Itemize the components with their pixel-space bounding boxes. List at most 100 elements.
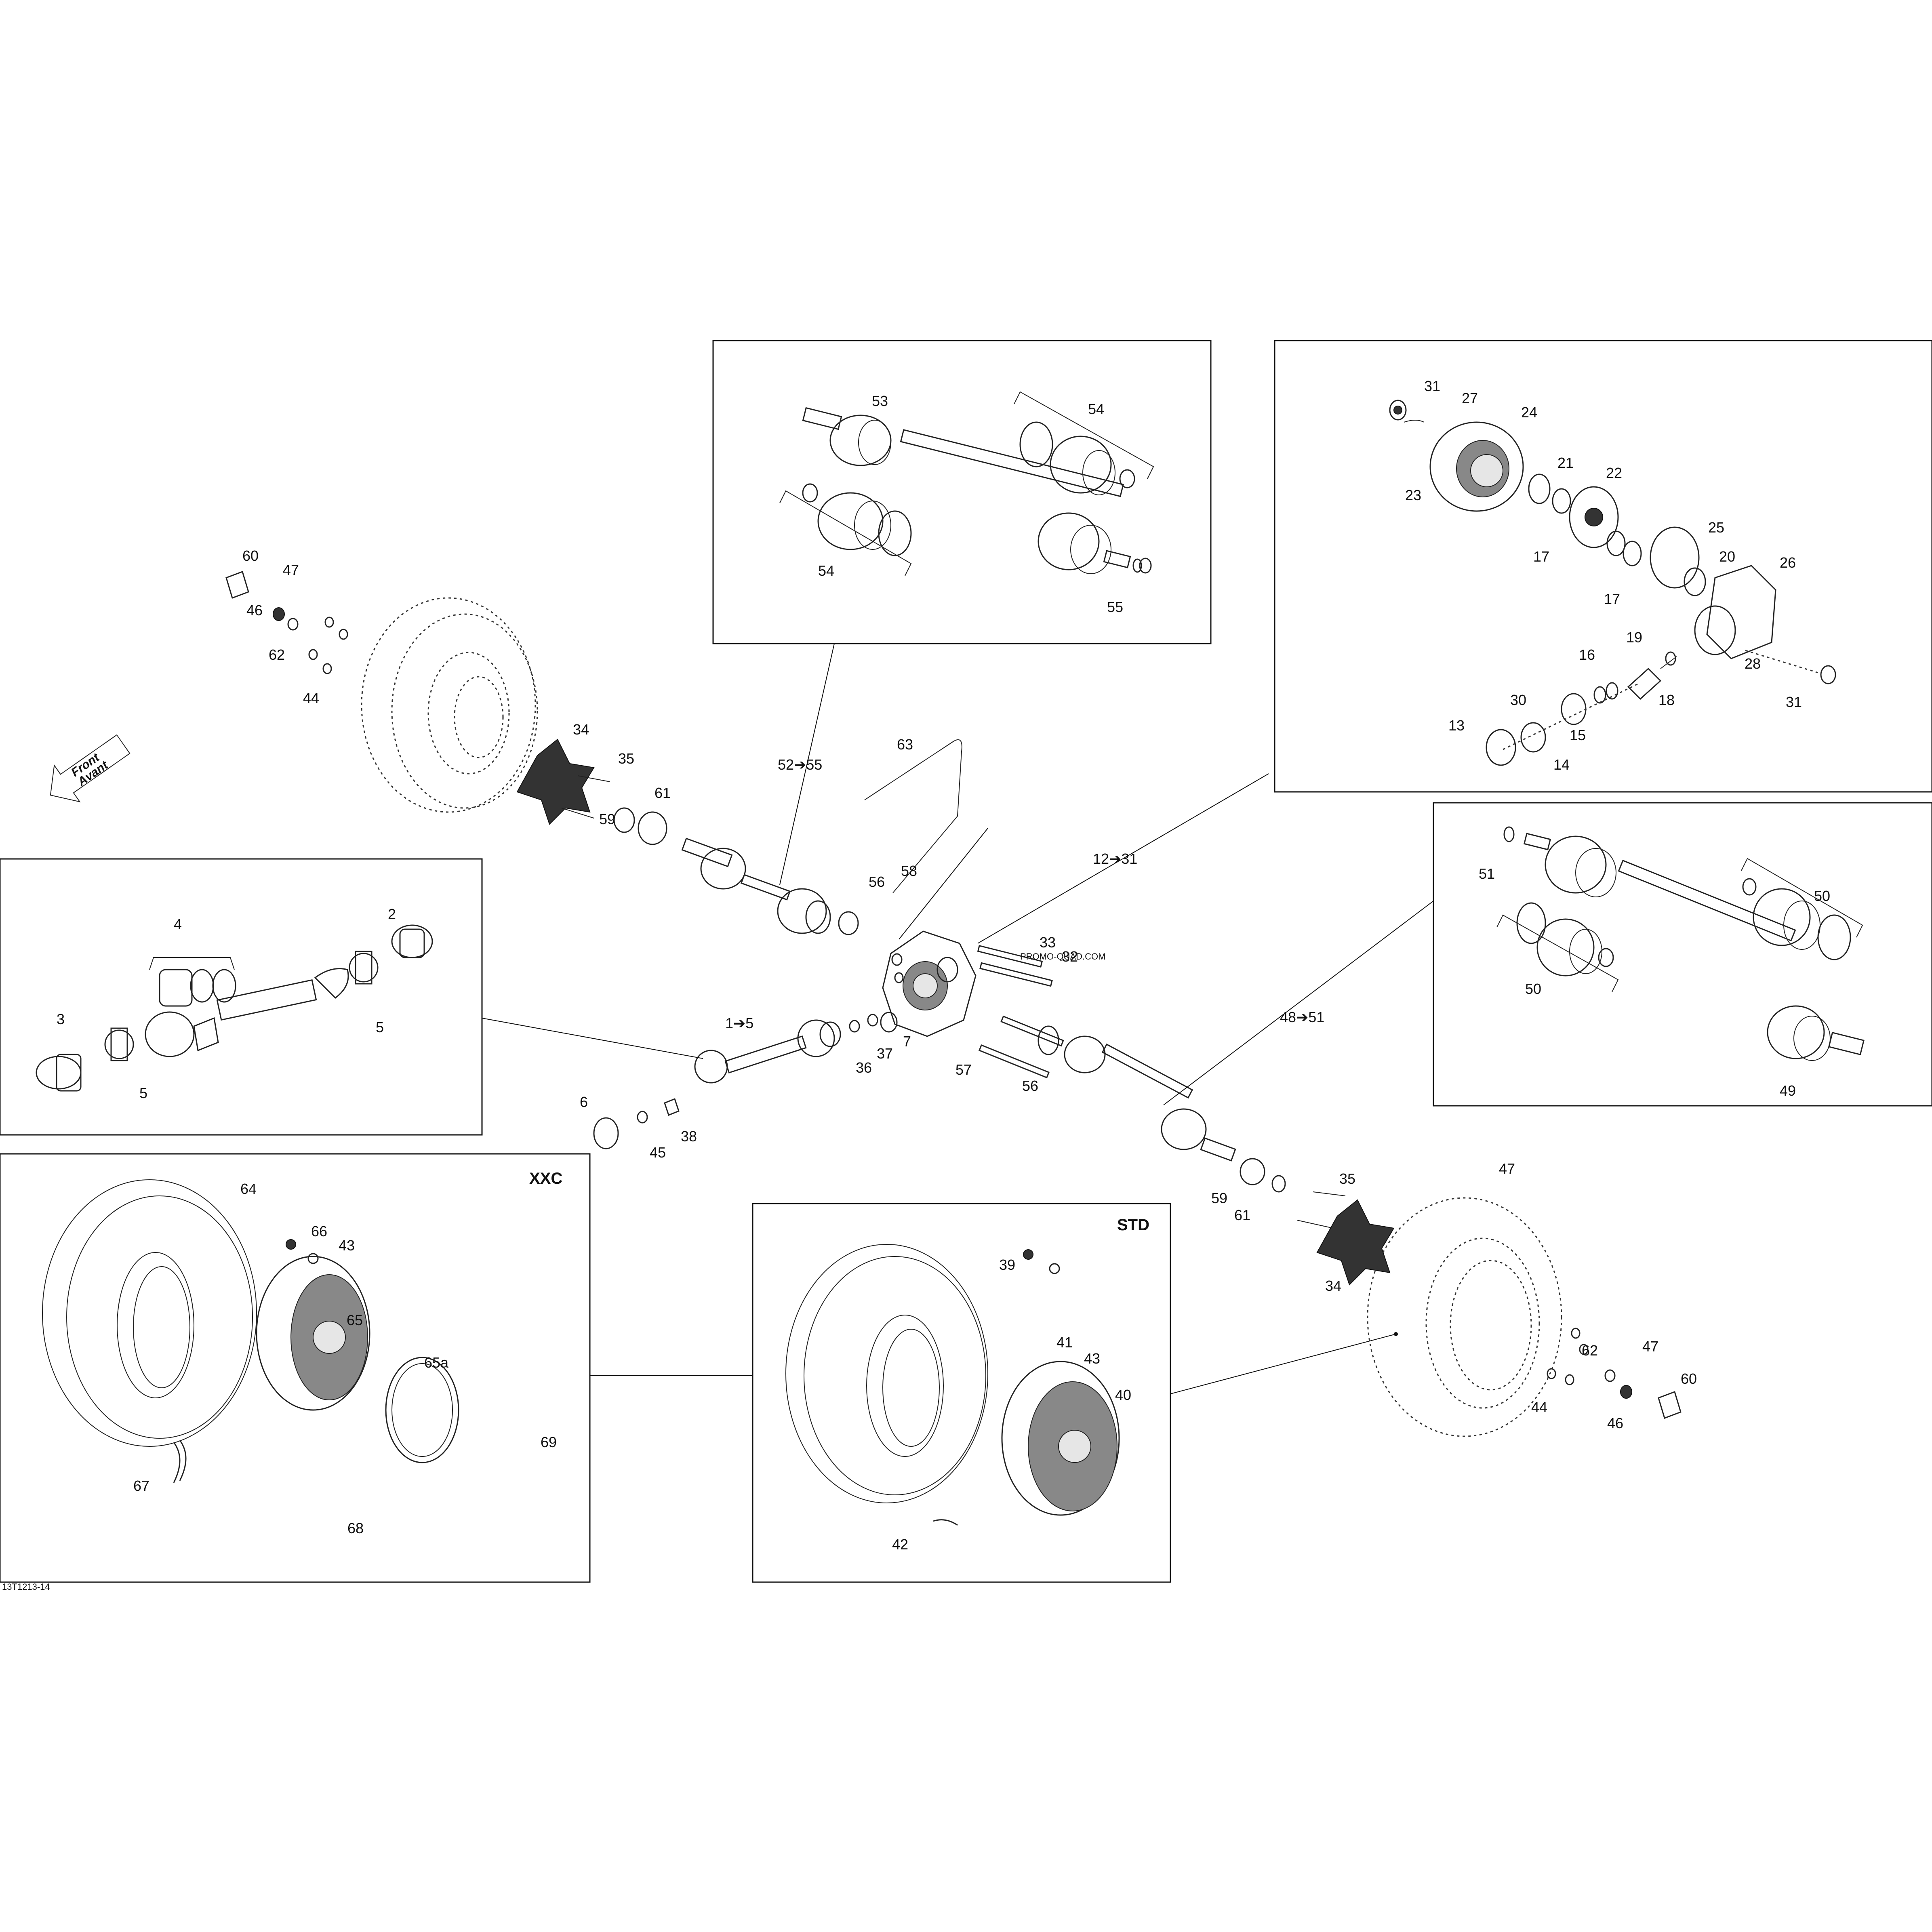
front-right-wheel-drawing xyxy=(1367,1197,1682,1437)
inset-drive-shaft xyxy=(0,858,483,1136)
callout-5: 5 xyxy=(376,1019,384,1035)
callout-55: 55 xyxy=(1107,599,1123,615)
callout-64: 64 xyxy=(240,1181,257,1197)
callout-3: 3 xyxy=(57,1011,65,1027)
callout-21: 21 xyxy=(1557,455,1574,471)
differential-drawing xyxy=(1389,400,1836,766)
callout-47: 47 xyxy=(1642,1338,1658,1355)
callout-60: 60 xyxy=(242,547,259,564)
callout-36: 36 xyxy=(856,1059,872,1076)
callout-34: 34 xyxy=(573,721,589,738)
xxc-wheel-drawing xyxy=(42,1179,459,1483)
callout-33: 33 xyxy=(1040,934,1056,951)
callout-4: 4 xyxy=(174,916,182,932)
left-hardware xyxy=(225,571,667,845)
callout-65: 65 xyxy=(347,1312,363,1328)
callout-27: 27 xyxy=(1462,390,1478,406)
xxc-section-tag: XXC xyxy=(529,1170,562,1187)
drive-shaft-drawing xyxy=(36,924,433,1092)
callout-labels: 53 54 54 55 31 27 24 21 22 23 17 17 25 2… xyxy=(57,378,1830,1553)
callout-23: 23 xyxy=(1405,487,1421,503)
callout-43: 43 xyxy=(1084,1350,1100,1367)
callout-56: 56 xyxy=(1022,1078,1038,1094)
callout-5: 5 xyxy=(139,1085,147,1101)
callout-26: 26 xyxy=(1780,554,1796,571)
callout-44: 44 xyxy=(303,690,319,706)
callout-40: 40 xyxy=(1115,1387,1131,1403)
callout-6: 6 xyxy=(580,1094,588,1110)
callout-69: 69 xyxy=(541,1434,557,1450)
callout-50: 50 xyxy=(1525,981,1541,997)
callout-30: 30 xyxy=(1510,692,1526,708)
callout-7: 7 xyxy=(903,1033,911,1050)
callout-31: 31 xyxy=(1424,378,1440,394)
callout-34: 34 xyxy=(1325,1277,1341,1294)
callout-68: 68 xyxy=(347,1520,364,1536)
callout-59: 59 xyxy=(1211,1190,1227,1206)
callout-43: 43 xyxy=(339,1237,355,1254)
callout-24: 24 xyxy=(1521,404,1537,421)
callout-66: 66 xyxy=(311,1223,327,1240)
callout-2: 2 xyxy=(388,906,396,922)
callout-17: 17 xyxy=(1533,548,1549,565)
callout-28: 28 xyxy=(1745,655,1761,672)
callout-18: 18 xyxy=(1658,692,1675,708)
callout-60: 60 xyxy=(1681,1370,1697,1387)
callout-22: 22 xyxy=(1606,465,1622,481)
callout-20: 20 xyxy=(1719,548,1735,565)
callout-67: 67 xyxy=(133,1477,149,1494)
callout-17: 17 xyxy=(1604,591,1620,607)
callout-58: 58 xyxy=(901,863,917,879)
callout-42: 42 xyxy=(892,1536,908,1553)
drawing-code: 13T1213-14 xyxy=(2,1582,50,1592)
cv-shaft-front-drawing xyxy=(779,391,1154,576)
callout-49: 49 xyxy=(1780,1082,1796,1099)
callout-35: 35 xyxy=(618,750,634,767)
callout-53: 53 xyxy=(872,393,888,409)
callout-41: 41 xyxy=(1056,1334,1073,1351)
callout-13: 13 xyxy=(1448,717,1465,734)
callout-54: 54 xyxy=(1088,401,1104,417)
watermark-text: PROMO-QUAD.COM xyxy=(1020,951,1105,962)
callout-51: 51 xyxy=(1479,865,1495,882)
callout-59: 59 xyxy=(599,811,615,827)
inset-xxc-wheel xyxy=(0,1153,591,1583)
callout-39: 39 xyxy=(999,1256,1015,1273)
callout-48-51: 48➔51 xyxy=(1280,1009,1324,1025)
callout-50: 50 xyxy=(1814,888,1830,904)
callout-12-31: 12➔31 xyxy=(1093,850,1137,867)
callout-44: 44 xyxy=(1531,1399,1547,1415)
callout-54: 54 xyxy=(818,562,834,579)
callout-46: 46 xyxy=(246,602,263,619)
callout-35: 35 xyxy=(1339,1170,1355,1187)
callout-37: 37 xyxy=(877,1045,893,1062)
std-section-tag: STD xyxy=(1117,1216,1149,1234)
callout-31: 31 xyxy=(1786,694,1802,710)
callout-45: 45 xyxy=(650,1144,666,1161)
callout-56: 56 xyxy=(869,873,885,890)
leader-lines xyxy=(482,643,1434,1105)
callout-65a: 65a xyxy=(424,1354,449,1371)
callout-57: 57 xyxy=(955,1061,972,1078)
front-direction-arrow: Front Avant xyxy=(50,734,130,803)
cv-shaft-rear-drawing xyxy=(1496,826,1865,1061)
inset-cv-joint-front xyxy=(712,340,1212,644)
right-axle-drawing xyxy=(1064,1035,1395,1286)
std-wheel-drawing xyxy=(785,1244,1120,1526)
inset-cv-joint-rear xyxy=(1433,802,1932,1107)
callout-63: 63 xyxy=(897,736,913,753)
callout-25: 25 xyxy=(1708,519,1724,536)
callout-47: 47 xyxy=(283,562,299,578)
callout-61: 61 xyxy=(1234,1207,1250,1223)
callout-15: 15 xyxy=(1570,727,1586,743)
callout-61: 61 xyxy=(655,785,671,801)
callout-19: 19 xyxy=(1626,629,1642,646)
front-left-wheel-drawing xyxy=(361,597,538,813)
callout-52-55: 52➔55 xyxy=(778,756,822,773)
left-axle-drawing xyxy=(681,838,859,935)
callout-14: 14 xyxy=(1553,756,1570,773)
callout-62: 62 xyxy=(1582,1342,1598,1359)
callout-32: 32 xyxy=(1062,948,1078,965)
callout-62: 62 xyxy=(269,646,285,663)
